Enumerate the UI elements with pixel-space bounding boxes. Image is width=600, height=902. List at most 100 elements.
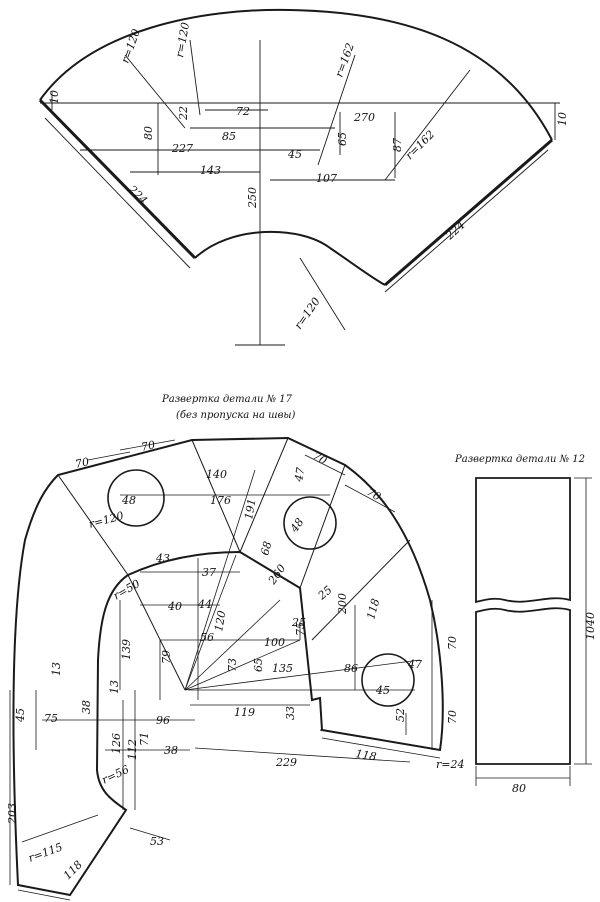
dim-label: 13 [108, 680, 121, 694]
dim-label: 1040 [584, 612, 597, 640]
top-sector-pattern: r=120 r=120 r=162 r=162 r=120 72 270 85 … [38, 8, 569, 346]
dim-label: 44 [197, 598, 212, 611]
dim-label: 25 [291, 616, 306, 629]
top-outer-arc [39, 8, 553, 141]
dim-label: 260 [265, 562, 288, 587]
dim-label: 52 [394, 708, 407, 722]
dim-label: 70 [74, 455, 90, 471]
dim-label: 112 [126, 739, 139, 760]
dim-label: 224 [443, 219, 468, 243]
part-17-title: Развертка детали № 17 [161, 394, 293, 405]
dim-label: 224 [125, 182, 150, 207]
dim-label: 100 [264, 636, 285, 649]
dim-label: r=162 [403, 128, 437, 162]
dim-label: 118 [364, 597, 382, 621]
dim-label: r=120 [87, 509, 125, 531]
part-12-title: Развертка детали № 12 [454, 454, 585, 465]
dim-label: 25 [315, 583, 335, 603]
dim-label: 229 [275, 756, 297, 769]
dim-label: 118 [354, 747, 377, 763]
hole-circle [361, 653, 415, 707]
dim-label: 43 [155, 552, 170, 565]
part-12-strip-lower [475, 607, 571, 765]
dim-label: 33 [284, 706, 297, 720]
dim-label: 47 [407, 658, 422, 671]
dim-label: 72 [236, 105, 250, 118]
top-left-edge [38, 98, 197, 260]
part-12-dimension-lines [475, 477, 592, 786]
top-dimension-labels: r=120 r=120 r=162 r=162 r=120 72 270 85 … [48, 21, 569, 331]
dim-label: r=120 [292, 295, 323, 332]
part-17-dimension-labels: 70 70 70 70 140 176 48 48 191 47 r=120 4… [6, 438, 464, 882]
dim-label: 47 [292, 466, 307, 483]
hole-circle [283, 496, 337, 550]
dim-label: 40 [167, 600, 182, 613]
dim-label: 65 [252, 658, 265, 672]
dim-label: 70 [446, 710, 459, 724]
dim-label: 85 [222, 130, 236, 143]
top-inner-arc [194, 230, 386, 286]
dim-label: r=56 [100, 763, 131, 787]
part-17-development: Развертка детали № 17 (без пропуска на ш… [6, 394, 464, 901]
dim-label: 45 [287, 148, 302, 161]
dim-label: r=115 [27, 840, 65, 864]
dim-label: 203 [6, 803, 19, 825]
hole-circle [107, 469, 165, 527]
dim-label: 75 [294, 622, 307, 636]
dim-label: 68 [258, 540, 274, 557]
dim-label: 22 [177, 106, 190, 121]
dim-label: 200 [336, 593, 349, 615]
top-right-edge [384, 138, 553, 287]
dim-label: 70 [311, 449, 330, 467]
dim-label: 10 [556, 112, 569, 126]
dim-label: r=50 [111, 577, 142, 603]
dim-label: 126 [110, 733, 123, 754]
dim-label: 48 [121, 494, 136, 507]
dim-label: 75 [44, 712, 58, 725]
dim-label: 45 [14, 708, 27, 723]
part-12-strip-upper [475, 477, 571, 604]
part-17-outline [12, 436, 444, 897]
dim-label: 13 [50, 662, 63, 676]
dim-label: 56 [200, 631, 214, 644]
dim-label: 53 [150, 835, 164, 848]
dim-label: 139 [120, 639, 133, 660]
dim-label: r=120 [119, 27, 143, 65]
dim-label: 119 [234, 706, 255, 719]
dim-label: 37 [202, 566, 216, 579]
dim-label: 73 [226, 658, 239, 672]
dim-label: 96 [156, 714, 170, 727]
part-12-development: Развертка детали № 12 1040 80 [454, 454, 597, 795]
dim-label: 107 [316, 172, 337, 185]
dim-label: 80 [142, 126, 155, 140]
dim-label: 79 [160, 650, 173, 664]
dim-label: 270 [353, 111, 375, 124]
dim-label: 87 [391, 138, 404, 152]
dim-label: 143 [200, 164, 221, 177]
part-17-subtitle: (без пропуска на швы) [176, 410, 296, 421]
dim-label: r=120 [173, 21, 192, 58]
dim-label: 65 [336, 132, 349, 146]
dim-label: 191 [242, 498, 258, 521]
top-dimension-lines [40, 39, 560, 346]
dim-label: 38 [164, 744, 178, 757]
dim-label: 135 [272, 662, 293, 675]
dim-label: 176 [210, 494, 231, 507]
dim-label: r=24 [436, 758, 464, 771]
dim-label: 45 [375, 684, 390, 697]
dim-label: 10 [48, 90, 61, 104]
dim-label: 70 [140, 438, 156, 454]
dim-label: 70 [365, 485, 384, 503]
dim-label: 120 [212, 610, 228, 633]
dim-label: 38 [80, 700, 93, 714]
part-17-dimension-lines [9, 439, 441, 901]
dim-label: 70 [446, 636, 459, 650]
dim-label: 86 [344, 662, 358, 675]
dim-label: 140 [206, 468, 227, 481]
dim-label: 71 [138, 732, 151, 746]
dim-label: 48 [287, 516, 306, 536]
dim-label: 227 [171, 142, 193, 155]
dim-label: 250 [246, 187, 259, 209]
dim-label: 80 [512, 782, 526, 795]
